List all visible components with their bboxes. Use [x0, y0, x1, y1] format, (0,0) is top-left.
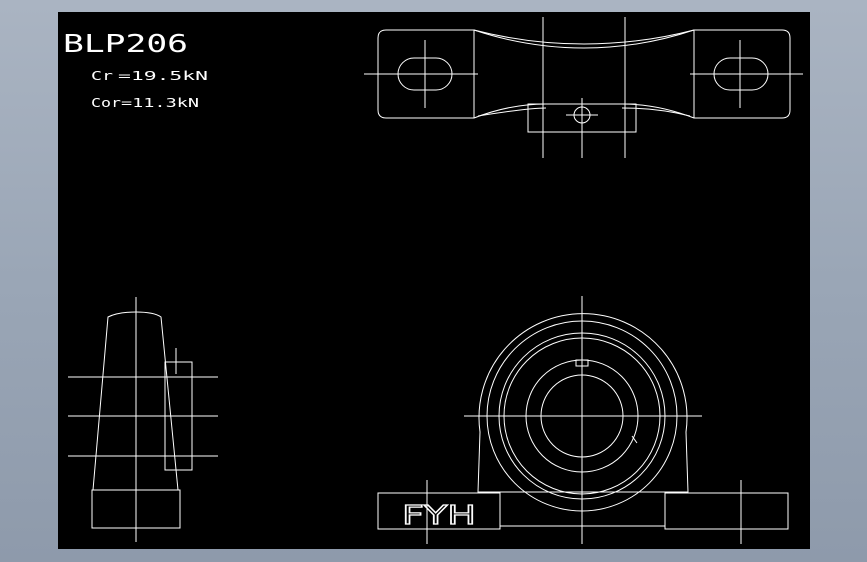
rating-cr-value: =19.5kN — [118, 69, 208, 83]
brand-label: FYH — [402, 501, 476, 531]
part-number-text: BLP206 — [63, 29, 188, 58]
top-view — [364, 17, 803, 158]
side-view — [68, 297, 218, 542]
rating-cor-label: Cor — [91, 96, 121, 110]
front-view — [377, 296, 789, 544]
cad-viewport[interactable]: BLP206 Cr =19.5kN Cor =11.3kN — [58, 12, 810, 549]
rating-cor-value: =11.3kN — [121, 96, 199, 110]
rating-cr-label: Cr — [91, 69, 113, 83]
bearing-drawing: BLP206 Cr =19.5kN Cor =11.3kN — [63, 17, 803, 544]
